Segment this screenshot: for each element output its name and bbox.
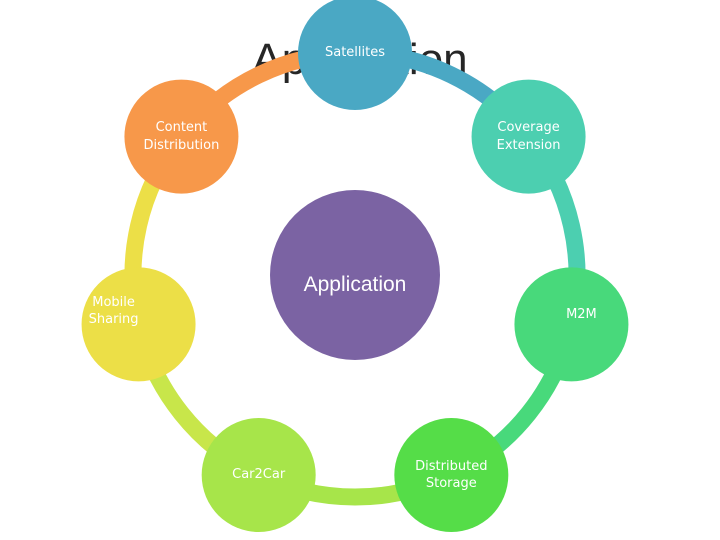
node-circle [394, 418, 509, 533]
center-circle [270, 190, 440, 360]
node-label: Coverage Extension [496, 120, 561, 153]
node-label: Distributed Storage [415, 458, 488, 492]
node-circle [471, 79, 586, 194]
node-label: M2M [566, 306, 597, 322]
node-label: Mobile Sharing [88, 294, 139, 328]
node-circle [298, 0, 412, 110]
node-circle [201, 418, 316, 533]
node-circle [81, 267, 196, 382]
node-label: Content Distribution [143, 120, 220, 153]
node-label: Car2Car [232, 467, 286, 483]
center-label: Application [303, 273, 407, 296]
node-circle [514, 267, 629, 382]
node-circle [124, 79, 239, 194]
node-label: Satellites [324, 45, 386, 61]
